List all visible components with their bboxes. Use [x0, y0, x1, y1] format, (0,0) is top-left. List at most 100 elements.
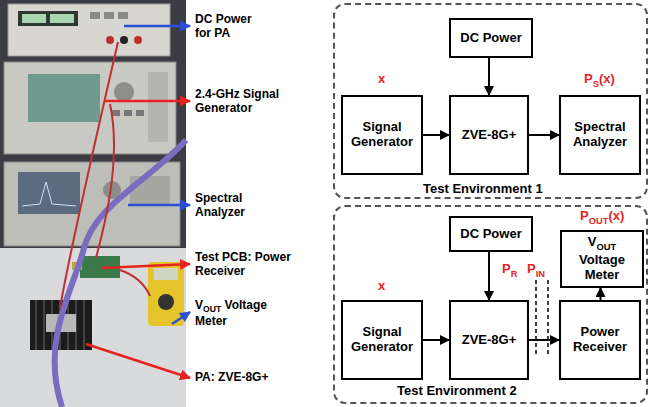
text-run: PA: ZVE-8G+ [195, 370, 268, 384]
part-label: Spectral Analyzer [195, 192, 261, 220]
reference-planes [536, 280, 548, 356]
block-box: Signal Generator [341, 300, 423, 380]
signal-label: POUT(x) [580, 209, 624, 226]
signal-arrow [488, 252, 490, 300]
supply-terminal [106, 36, 114, 44]
text-run: x [378, 71, 385, 86]
label-holder: VOUT Voltage Meter [195, 299, 285, 329]
leader-arrow [172, 312, 190, 324]
text-run: Signal Generator [351, 324, 413, 354]
supply-button [90, 12, 100, 19]
label-holder: Spectral Analyzer [195, 192, 261, 220]
block-label: DC Power [460, 227, 521, 242]
label-holder: DC Power for PA [195, 13, 267, 41]
text-run: 2.4-GHz Signal Generator [195, 87, 279, 115]
label-holder: Test PCB: Power Receiver [195, 251, 295, 279]
supply-display [18, 11, 78, 26]
signal-arrow [423, 134, 449, 136]
supply-button [118, 12, 128, 19]
desk [0, 248, 186, 407]
signal-label: PR [502, 262, 517, 279]
signal-arrow [600, 288, 602, 300]
generator-screen [28, 74, 100, 122]
label-holder: POUT(x) [580, 209, 624, 226]
leader-arrow [104, 100, 190, 103]
label-holder: 2.4-GHz Signal Generator [195, 88, 295, 116]
text-run: V [588, 234, 597, 249]
block-box: Signal Generator [341, 95, 423, 175]
block-label: Spectral Analyzer [564, 120, 636, 150]
supply-digits [22, 14, 46, 23]
text-run: S [593, 79, 599, 89]
block-label: Power Receiver [564, 325, 636, 355]
block-box: DC Power [449, 216, 533, 252]
rf-cable [55, 140, 186, 407]
leader-arrow [86, 344, 190, 378]
block-label: Signal Generator [346, 120, 418, 150]
generator-button [136, 110, 144, 116]
text-run: V [195, 298, 203, 312]
label-holder: x [378, 279, 385, 294]
signal-arrow [423, 339, 449, 341]
signal-label: x [378, 72, 385, 87]
label-holder: PA: ZVE-8G+ [195, 371, 305, 385]
text-run: Test Environment 2 [397, 383, 517, 398]
generator-knob [114, 82, 134, 102]
part-label: PA: ZVE-8G+ [195, 371, 305, 385]
label-holder: PS(x) [584, 72, 615, 89]
text-run: Power Receiver [573, 324, 627, 354]
block-label: ZVE-8G+ [462, 128, 517, 143]
reference-plane [547, 280, 549, 356]
text-run: DC Power [460, 30, 521, 45]
text-run: P [502, 261, 511, 276]
voltage-meter [148, 262, 184, 326]
part-label: Test PCB: Power Receiver [195, 251, 295, 279]
text-run: x [378, 278, 385, 293]
probe-wire [120, 270, 150, 296]
text-run: Test Environment 1 [423, 181, 543, 196]
generator-keypad [148, 72, 168, 142]
reference-plane [535, 280, 537, 356]
supply-terminal [120, 36, 128, 44]
meter-display [154, 268, 178, 280]
text-run: Spectral Analyzer [573, 119, 627, 149]
text-run: R [511, 269, 518, 279]
text-run: Voltage Meter [579, 252, 625, 282]
text-run: DC Power [460, 226, 521, 241]
signal-arrow [529, 339, 559, 341]
block-label: VOUT Voltage Meter [565, 235, 639, 282]
block-box: ZVE-8G+ [449, 95, 529, 175]
generator-button [124, 110, 132, 116]
text-run: P [527, 261, 536, 276]
part-label: 2.4-GHz Signal Generator [195, 88, 295, 116]
signal-label: x [378, 279, 385, 294]
text-run: ZVE-8G+ [462, 332, 517, 347]
block-box: VOUT Voltage Meter [560, 230, 644, 288]
block-box: Spectral Analyzer [559, 95, 641, 175]
block-box: ZVE-8G+ [449, 300, 529, 380]
text-run: OUT [589, 216, 609, 226]
generator-button [112, 110, 120, 116]
leader-arrow [102, 264, 190, 268]
text-run: OUT [596, 242, 616, 252]
text-run: Signal Generator [351, 119, 413, 149]
part-label: VOUT Voltage Meter [195, 299, 285, 329]
text-run: OUT [203, 304, 221, 314]
block-box: DC Power [449, 18, 533, 58]
text-run: (x) [599, 71, 615, 86]
leader-arrow [124, 25, 190, 28]
label-holder: x [378, 72, 385, 87]
leader-arrow [128, 204, 190, 207]
text-run: Spectral Analyzer [195, 191, 245, 219]
environment-title: Test Environment 1 [423, 181, 543, 196]
text-run: (x) [608, 208, 624, 223]
signal-arrow [488, 58, 490, 95]
text-run: Test PCB: Power Receiver [195, 250, 291, 278]
spectrum-trace [22, 182, 76, 206]
block-label: DC Power [460, 31, 521, 46]
label-holder: PIN [527, 262, 545, 279]
block-box: Power Receiver [559, 300, 641, 380]
